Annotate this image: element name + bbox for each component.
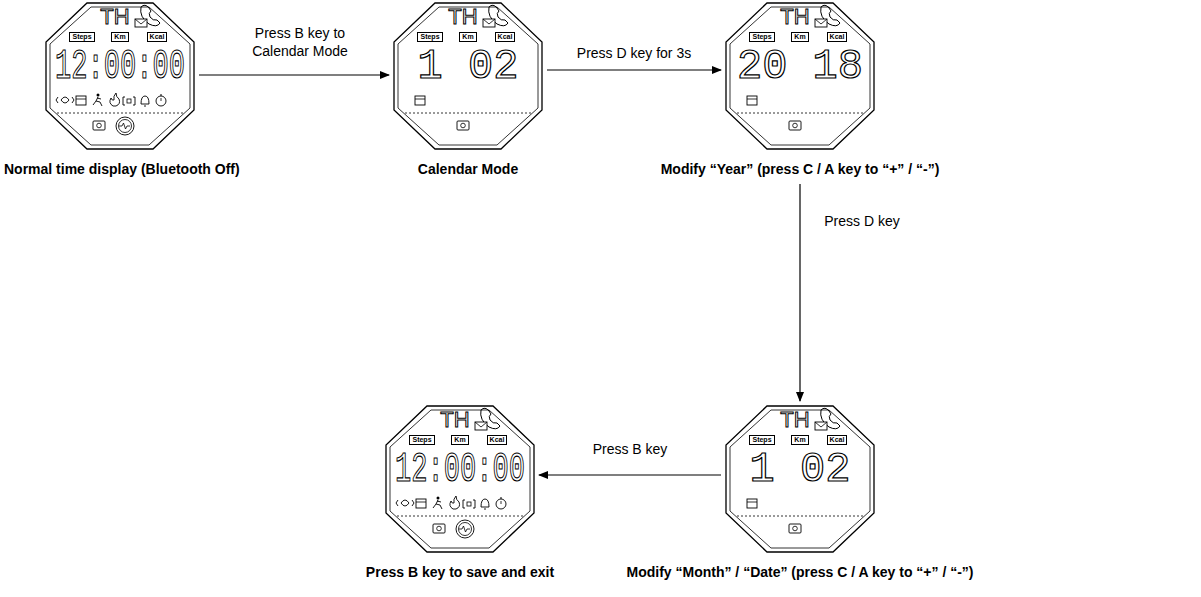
lcd-tag: Steps xyxy=(749,435,774,445)
step-caption: Press B key to save and exit xyxy=(366,563,554,581)
lcd-segment-text: TH xyxy=(780,409,809,431)
step-arrow xyxy=(539,474,721,475)
lcd-segment-text: TH xyxy=(448,6,477,28)
lcd-tag: Kcal xyxy=(827,32,848,42)
step-caption: Modify “Year” (press C / A key to “+” / … xyxy=(661,160,940,178)
lcd-tag: Km xyxy=(459,32,476,42)
watch-step: Normal time display (Bluetooth Off) xyxy=(45,2,195,182)
lcd-digits: 1 02 xyxy=(750,447,851,493)
watch-step: Calendar Mode xyxy=(393,2,543,182)
lcd-segment-text: TH xyxy=(100,6,129,28)
step-arrow xyxy=(199,74,389,75)
step-arrow xyxy=(799,184,800,401)
arrow-label: Press B key to Calendar Mode xyxy=(235,24,365,60)
lcd-tag: Km xyxy=(791,435,808,445)
arrow-label: Press D key xyxy=(807,212,917,230)
step-arrow xyxy=(547,69,721,70)
lcd-tag: Km xyxy=(111,32,128,42)
watch-step: Modify “Month” / “Date” (press C / A key… xyxy=(725,405,875,585)
lcd-tag: Steps xyxy=(409,435,434,445)
lcd-tag: Kcal xyxy=(487,435,508,445)
lcd-digits: 12:00:00 xyxy=(55,44,185,90)
lcd-digits: 12:00:00 xyxy=(395,447,525,493)
lcd-segment-text: TH xyxy=(440,409,469,431)
lcd-tag: Steps xyxy=(69,32,94,42)
arrow-label: Press D key for 3s xyxy=(559,44,709,62)
watch-step: Press B key to save and exit xyxy=(385,405,535,585)
lcd-digits: 20 18 xyxy=(737,44,863,90)
lcd-tag: Steps xyxy=(417,32,442,42)
lcd-segment-text: TH xyxy=(780,6,809,28)
lcd-tag: Km xyxy=(791,32,808,42)
watch-step: Modify “Year” (press C / A key to “+” / … xyxy=(725,2,875,182)
step-caption: Normal time display (Bluetooth Off) xyxy=(4,160,240,178)
lcd-tag: Kcal xyxy=(827,435,848,445)
lcd-tag: Kcal xyxy=(495,32,516,42)
lcd-digits: 1 02 xyxy=(418,44,519,90)
lcd-tag: Km xyxy=(451,435,468,445)
step-caption: Calendar Mode xyxy=(418,160,518,178)
arrow-label: Press B key xyxy=(575,440,685,458)
lcd-tag: Kcal xyxy=(147,32,168,42)
lcd-tag: Steps xyxy=(749,32,774,42)
step-caption: Modify “Month” / “Date” (press C / A key… xyxy=(626,563,973,581)
